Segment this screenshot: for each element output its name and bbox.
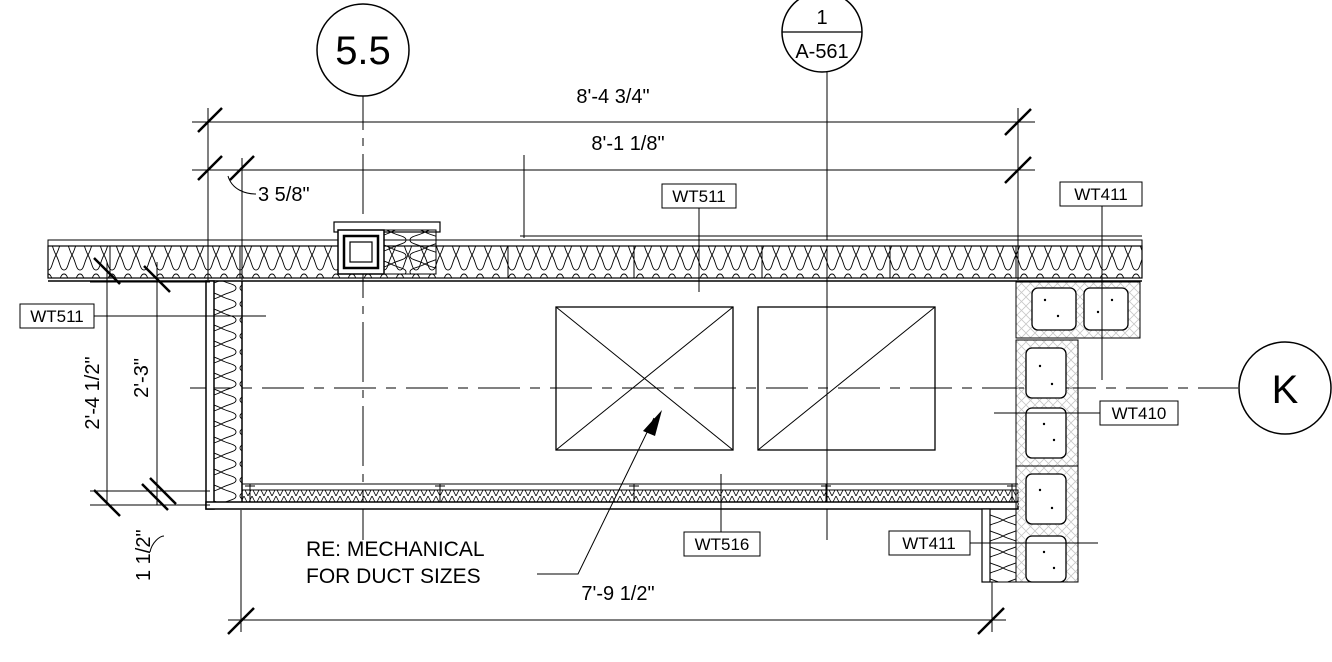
tag-wt410[interactable]: WT410 <box>994 400 1179 426</box>
svg-text:WT410: WT410 <box>1112 404 1167 423</box>
tag-wt411-bottom[interactable]: WT411 <box>888 530 1098 556</box>
grid-line-5-5: 5.5 <box>316 3 410 540</box>
duct-left <box>555 306 734 451</box>
dim-bottom-small-label: 1 1/2" <box>133 529 155 581</box>
dim-offset-leader <box>227 175 257 195</box>
grid-label-5-5: 5.5 <box>335 29 391 73</box>
mechanical-note: RE: MECHANICAL FOR DUCT SIZES <box>306 410 662 588</box>
svg-text:WT511: WT511 <box>672 187 726 206</box>
duct-right <box>757 306 936 451</box>
dim-overall-top <box>192 107 1035 280</box>
detail-number: 1 <box>816 7 827 29</box>
tag-wt516[interactable]: WT516 <box>683 474 761 557</box>
section-marker[interactable]: 1 A-561 <box>781 0 863 540</box>
dim-inner-left-label: 2'-3" <box>131 358 153 398</box>
tag-wt511-left[interactable]: WT511 <box>19 303 266 329</box>
dim-overall-bottom-label: 7'-9 1/2" <box>581 583 654 605</box>
grid-label-k: K <box>1272 368 1299 412</box>
dim-overall-top-label: 8'-4 3/4" <box>576 86 649 108</box>
left-wall <box>205 280 243 510</box>
bottom-right-wall <box>981 508 1017 583</box>
right-masonry <box>1015 281 1141 583</box>
dim-overall-left-label: 2'-4 1/2" <box>82 356 104 429</box>
grid-bubble-k <box>1238 341 1332 435</box>
tag-wt511-top[interactable]: WT511 <box>661 183 737 292</box>
note-arrowhead <box>643 410 662 436</box>
svg-text:WT511: WT511 <box>30 307 84 326</box>
dim-overall-bottom <box>227 510 1006 635</box>
dim-bottom-small-leader <box>149 535 165 553</box>
top-exterior-wall <box>47 235 1143 282</box>
dim-inner-top <box>192 155 1035 280</box>
dim-offset-left-label: 3 5/8" <box>258 184 310 206</box>
top-duct-box <box>333 221 441 275</box>
svg-text:WT411: WT411 <box>902 534 956 553</box>
detail-sheet: A-561 <box>795 41 848 63</box>
dim-left <box>90 257 210 517</box>
note-line-1: RE: MECHANICAL <box>306 538 485 561</box>
tag-wt411-top[interactable]: WT411 <box>1059 181 1143 380</box>
grid-bubble-5-5 <box>316 3 410 97</box>
svg-text:WT411: WT411 <box>1074 185 1128 204</box>
dim-inner-top-label: 8'-1 1/8" <box>591 133 664 155</box>
note-line-2: FOR DUCT SIZES <box>306 565 481 588</box>
svg-text:WT516: WT516 <box>695 535 750 554</box>
